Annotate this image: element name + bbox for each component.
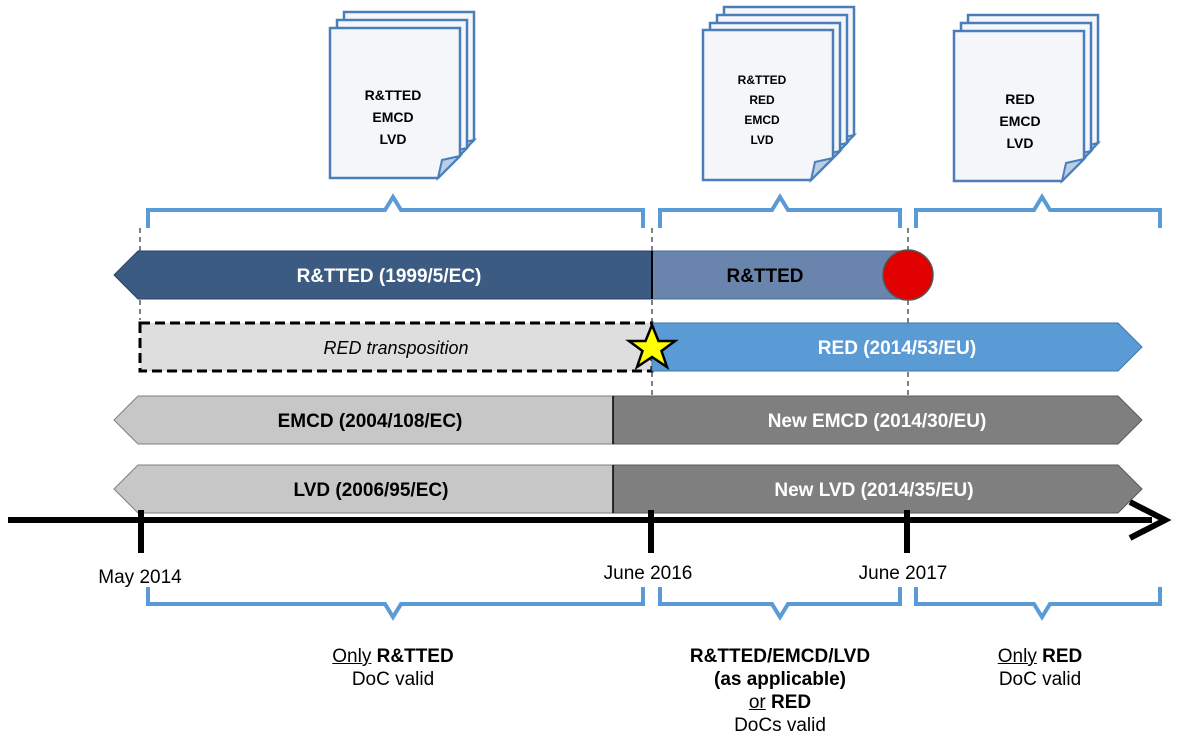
- doc1-line-3: LVD: [380, 131, 407, 147]
- tick-june-2017: [904, 510, 910, 553]
- caption-2-or: or: [748, 692, 766, 713]
- emcd-row: EMCD (2004/108/EC) New EMCD (2014/30/EU): [113, 395, 1143, 445]
- top-brace-period-2: [658, 193, 902, 228]
- caption-2-line-2: (as applicable): [714, 669, 846, 690]
- caption-2-red: RED: [771, 692, 812, 713]
- rtted-transition-label: R&TTED: [726, 266, 803, 287]
- red-new-label: RED (2014/53/EU): [818, 338, 976, 359]
- red-new-bar: [651, 322, 1143, 372]
- rtted-row: R&TTED (1999/5/EC) R&TTED: [113, 249, 934, 301]
- lvd-new-label: New LVD (2014/35/EU): [774, 480, 973, 501]
- caption-period-1: Only R&TTED DoC valid: [283, 645, 503, 691]
- doc2-line-3: EMCD: [744, 113, 780, 127]
- caption-3-only: Only: [997, 646, 1037, 667]
- doc1-line-1: R&TTED: [365, 87, 422, 103]
- red-transposition-box: [138, 321, 654, 373]
- caption-2-line-1: R&TTED/EMCD/LVD: [689, 646, 871, 667]
- rtted-old-label: R&TTED (1999/5/EC): [297, 266, 482, 287]
- doc1-line-2: EMCD: [372, 109, 413, 125]
- lvd-row: LVD (2006/95/EC) New LVD (2014/35/EU): [113, 464, 1143, 514]
- rtted-transition-bar: [651, 250, 909, 300]
- tick-june-2016: [648, 510, 654, 553]
- timeline-arrow-icon: [1128, 499, 1172, 541]
- caption-1-doc-valid: DoC valid: [351, 669, 435, 690]
- caption-2-docs-valid: DoCs valid: [734, 715, 826, 736]
- caption-period-3: Only RED DoC valid: [930, 645, 1150, 691]
- caption-1-rtted: R&TTED: [376, 646, 454, 667]
- label-june-2017: June 2017: [859, 563, 948, 584]
- doc3-line-3: LVD: [1007, 135, 1034, 151]
- doc2-line-2: RED: [749, 93, 775, 107]
- top-brace-period-1: [146, 193, 645, 228]
- tick-may-2014: [138, 510, 144, 553]
- red-transposition-label: RED transposition: [323, 338, 468, 358]
- doc3-line-1: RED: [1005, 91, 1035, 107]
- caption-3-red: RED: [1042, 646, 1083, 667]
- label-june-2016: June 2016: [604, 563, 693, 584]
- bottom-brace-period-2: [658, 587, 902, 621]
- doc3-line-2: EMCD: [999, 113, 1040, 129]
- emcd-new-label: New EMCD (2014/30/EU): [768, 411, 987, 432]
- red-row: RED transposition RED (2014/53/EU): [138, 321, 1143, 373]
- caption-1-only: Only: [332, 646, 372, 667]
- doc2-line-4: LVD: [750, 133, 773, 147]
- emcd-old-label: EMCD (2004/108/EC): [278, 411, 463, 432]
- caption-period-2: R&TTED/EMCD/LVD (as applicable) or RED D…: [640, 645, 920, 737]
- top-braces: [146, 193, 1162, 228]
- lvd-old-label: LVD (2006/95/EC): [294, 480, 449, 501]
- document-stack-rtted-red-emcd-lvd: R&TTED RED EMCD LVD: [701, 5, 856, 182]
- bottom-braces: [146, 587, 1162, 621]
- timeline-axis: May 2014 June 2016 June 2017: [8, 499, 1172, 588]
- document-stack-rtted-emcd-lvd: R&TTED EMCD LVD: [328, 10, 476, 180]
- rtted-end-circle: [882, 249, 934, 301]
- top-brace-period-3: [914, 193, 1162, 228]
- doc2-line-1: R&TTED: [738, 73, 787, 87]
- bottom-brace-period-3: [914, 587, 1162, 621]
- bottom-brace-period-1: [146, 587, 645, 621]
- label-may-2014: May 2014: [98, 567, 182, 588]
- caption-3-doc-valid: DoC valid: [998, 669, 1082, 690]
- star-icon: [625, 321, 679, 371]
- document-stack-red-emcd-lvd: RED EMCD LVD: [952, 13, 1100, 183]
